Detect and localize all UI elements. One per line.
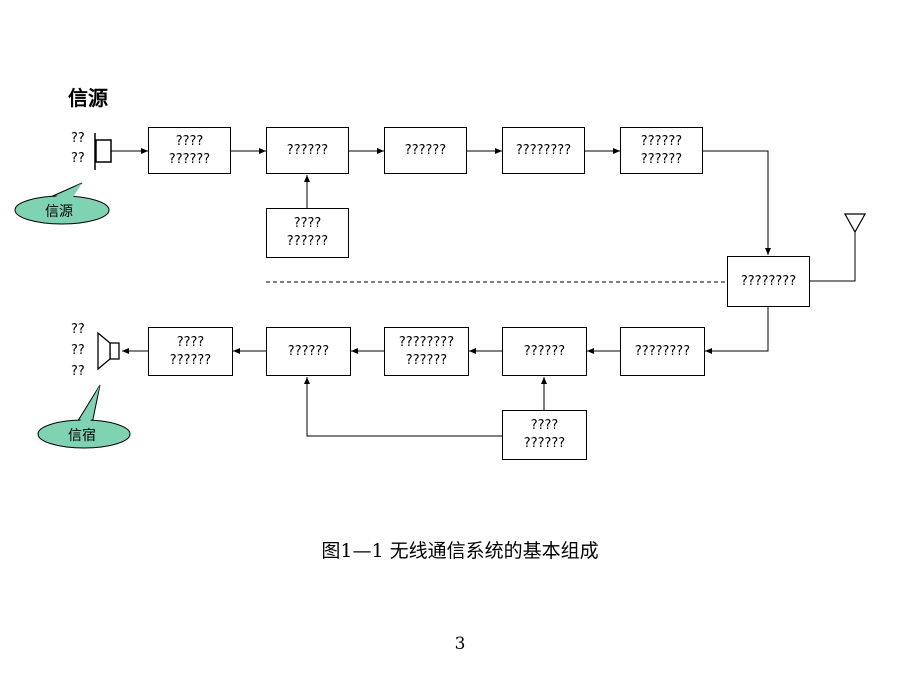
sink-label-1: ?? — [71, 322, 85, 337]
duplexer-block: ???????? — [727, 256, 810, 307]
rx-block-3: ???????? ?????? — [384, 327, 469, 376]
rx-block-1-line-2: ?????? — [169, 352, 212, 368]
source-callout-bubble — [14, 182, 110, 225]
rx-block-4-line-1: ?????? — [523, 343, 566, 359]
rx-aux-line-2: ?????? — [523, 436, 566, 451]
tx-block-5-line-2: ?????? — [640, 151, 683, 167]
tx-block-3: ?????? — [384, 127, 467, 174]
rx-block-4: ?????? — [502, 327, 587, 376]
duplexer-line-1: ???????? — [740, 273, 797, 289]
tx-block-5: ?????? ?????? — [620, 127, 703, 174]
tx-block-1: ???? ?????? — [148, 127, 231, 174]
tx-block-4-line-1: ???????? — [515, 142, 572, 158]
diagram-heading: 信源 — [68, 86, 108, 110]
rx-block-1-line-1: ???? — [176, 334, 205, 350]
rx-aux-line-1: ???? — [530, 418, 559, 433]
tx-aux-line-1: ???? — [293, 216, 322, 231]
rx-block-3-line-2: ?????? — [405, 352, 448, 368]
page-number: 3 — [454, 634, 466, 654]
tx-block-2-line-1: ?????? — [286, 142, 329, 158]
tx-aux-line-2: ?????? — [286, 234, 329, 249]
rx-block-5-line-1: ???????? — [634, 343, 691, 359]
sink-label-2: ?? — [71, 343, 85, 358]
tx-block-4: ???????? — [502, 127, 585, 174]
figure-caption: 图1—1 无线通信系统的基本组成 — [321, 540, 599, 562]
source-label-2: ?? — [71, 151, 85, 166]
tx-block-2: ?????? — [266, 127, 349, 174]
rx-block-1: ???? ?????? — [148, 327, 233, 376]
tx-block-1-line-2: ?????? — [168, 151, 211, 167]
sink-label-3: ?? — [71, 364, 85, 379]
source-label-1: ?? — [71, 131, 85, 146]
tx-block-3-line-1: ?????? — [404, 142, 447, 158]
sink-callout-text: 信宿 — [68, 428, 96, 444]
rx-block-3-line-1: ???????? — [398, 334, 455, 350]
microphone-icon — [94, 133, 112, 170]
antenna-icon — [810, 213, 867, 282]
rx-block-2: ?????? — [266, 327, 351, 376]
tx-block-5-line-1: ?????? — [640, 133, 683, 149]
rx-block-2-line-1: ?????? — [287, 343, 330, 359]
source-callout-text: 信源 — [45, 204, 73, 220]
tx-block-1-line-1: ???? — [175, 133, 204, 149]
rx-block-5: ???????? — [620, 327, 705, 376]
rx-aux-block: ???? ?????? — [502, 410, 587, 460]
speaker-icon — [97, 331, 120, 371]
tx-aux-block: ???? ?????? — [266, 208, 349, 258]
sink-callout-bubble — [37, 384, 131, 449]
